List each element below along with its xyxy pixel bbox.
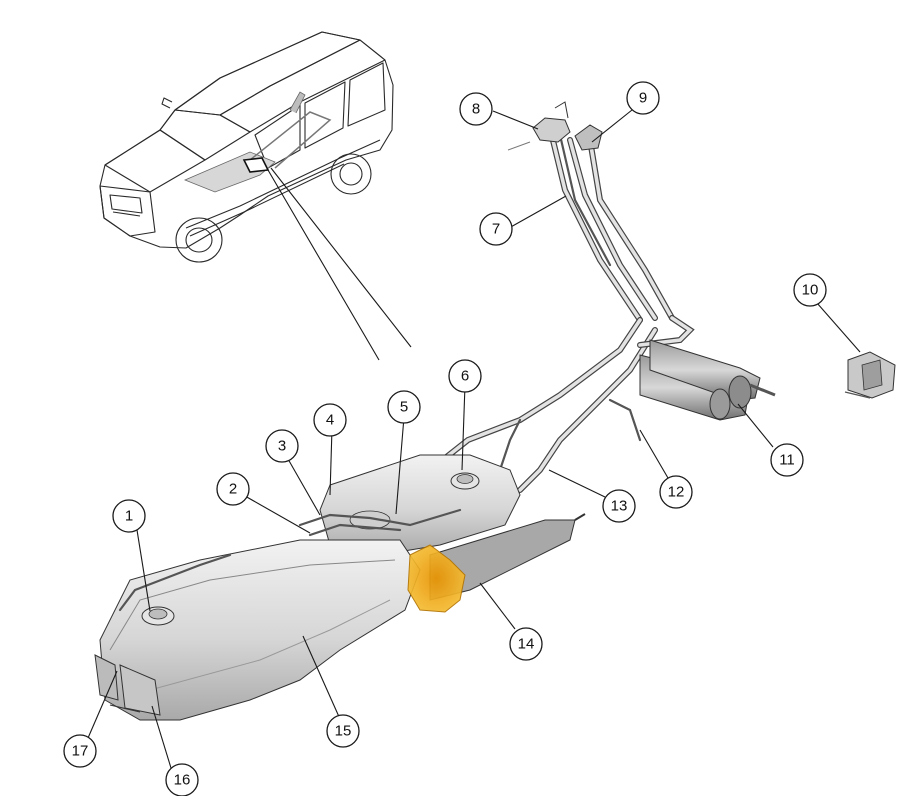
callout-6-label: 6 [461, 368, 469, 385]
filler-neck-assembly [507, 101, 675, 323]
callout-17-label: 17 [72, 743, 89, 760]
callout-11-label: 11 [779, 452, 795, 469]
callout-13: 13 [602, 489, 636, 523]
callout-6: 6 [448, 359, 482, 393]
callout-4: 4 [313, 403, 347, 437]
callout-12: 12 [659, 475, 693, 509]
callout-13-label: 13 [611, 498, 628, 515]
bracket [844, 351, 896, 399]
callout-7: 7 [479, 212, 513, 246]
callout-12-label: 12 [668, 484, 685, 501]
callout-1: 1 [112, 499, 146, 533]
callout-14: 14 [509, 627, 543, 661]
callout-8-label: 8 [472, 101, 480, 118]
callout-15: 15 [326, 714, 360, 748]
fuel-tank [94, 454, 586, 721]
evap-canister [639, 339, 776, 421]
callout-3-label: 3 [278, 438, 286, 455]
callout-9: 9 [626, 81, 660, 115]
callout-16-label: 16 [174, 772, 191, 789]
callout-5-label: 5 [400, 399, 408, 416]
callout-5: 5 [387, 390, 421, 424]
callout-4-label: 4 [326, 412, 334, 429]
callout-3: 3 [265, 429, 299, 463]
callout-2: 2 [216, 472, 250, 506]
callout-10: 10 [793, 273, 827, 307]
callout-11: 11 [770, 443, 804, 477]
callout-2-label: 2 [229, 481, 237, 498]
callout-8: 8 [459, 92, 493, 126]
callout-15-label: 15 [335, 723, 352, 740]
callout-16: 16 [165, 763, 199, 796]
callout-14-label: 14 [518, 636, 535, 653]
leader-lines [87, 109, 861, 769]
callout-17: 17 [63, 734, 97, 768]
callout-7-label: 7 [492, 221, 500, 238]
callout-10-label: 10 [802, 282, 819, 299]
callout-1-label: 1 [125, 508, 133, 525]
callout-9-label: 9 [639, 90, 647, 107]
vehicle-overview [99, 31, 412, 361]
